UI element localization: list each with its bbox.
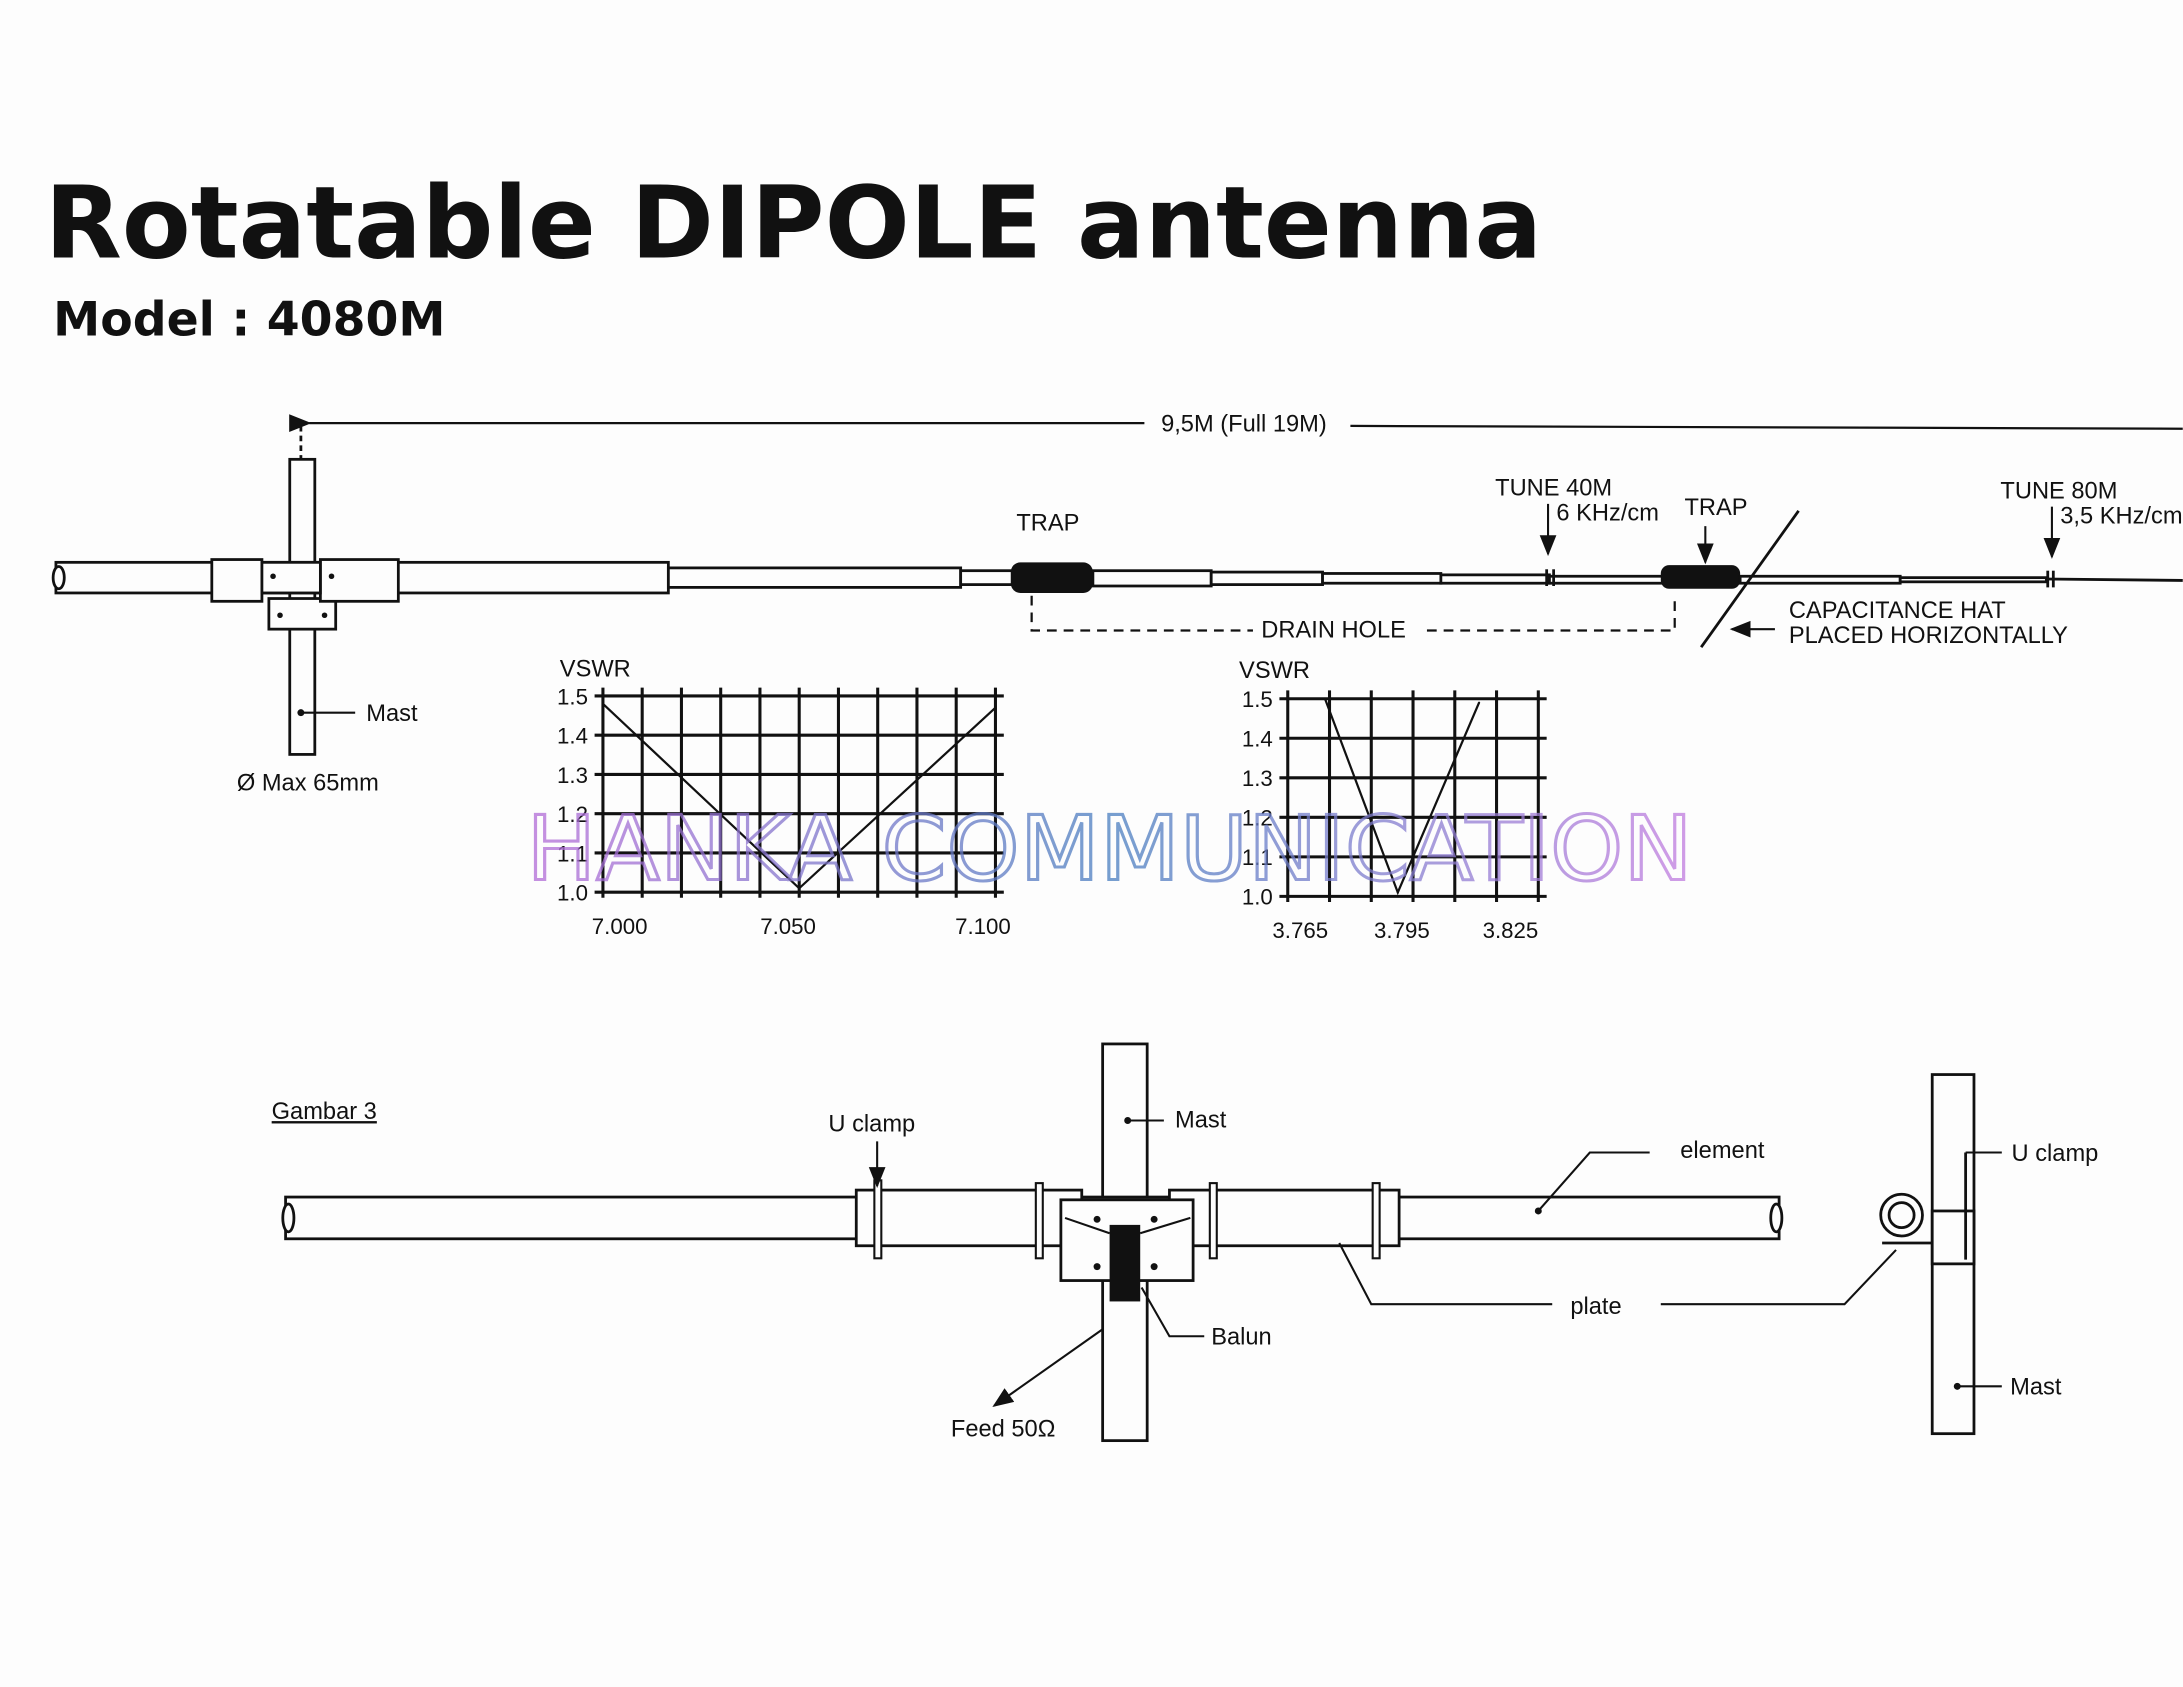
tune-80m-rate: 3,5 KHz/cm [2060,503,2182,529]
data-point [1477,701,1481,704]
y-tick-label: 1.2 [557,802,588,827]
top-view-antenna: 9,5M (Full 19M) [51,411,2183,797]
trap-2 [1660,565,1741,589]
side-view: U clamp Mast [1879,1073,2099,1436]
side-mast-label: Mast [2010,1375,2062,1401]
capacitance-hat-label: CAPACITANCE HAT [1789,598,2006,624]
y-tick-label: 1.0 [1242,885,1273,910]
y-tick-label: 1.3 [557,763,588,788]
balun [1109,1224,1141,1302]
y-tick-label: 1.4 [1242,727,1273,752]
figure-caption: Gambar 3 [272,1099,377,1125]
trap-label-2: TRAP [1684,495,1747,521]
watermark-logo: HANKA COMMUNICATION [526,798,1692,902]
model-number: Model : 4080M [53,292,445,347]
boom-elements [51,558,2183,603]
trap-1 [1010,562,1093,593]
mast-top [267,457,338,756]
x-tick-label: 7.050 [760,914,816,939]
x-tick-label: 3.765 [1272,918,1328,943]
data-point [994,706,997,709]
y-tick-label: 1.1 [1242,845,1273,870]
data-point [601,702,605,705]
page-title: Rotatable DIPOLE antenna [45,165,1542,282]
bottom-view-assembly: Gambar 3 U clamp Mast Balun Feed 50Ω ele… [272,1042,2099,1442]
balun-label: Balun [1211,1325,1272,1351]
x-tick-label: 7.000 [592,914,648,939]
y-tick-label: 1.5 [1242,687,1273,712]
feed-label: Feed 50Ω [951,1416,1056,1442]
y-axis-label: VSWR [1239,658,1310,684]
y-tick-label: 1.2 [1242,806,1273,831]
x-tick-label: 7.100 [955,914,1011,939]
y-tick-label: 1.0 [557,881,588,906]
tune-40m-label: TUNE 40M [1495,476,1612,502]
vswr-chart-80m: VSWR 1.0 1.1 1.2 1.3 1.4 1.5 3.765 3.795 3.825 [1239,658,1547,943]
y-tick-label: 1.1 [557,841,588,866]
dimension-line: 9,5M (Full 19M) [289,411,2183,460]
mast-label: Mast [366,701,418,727]
mast-diameter-label: Ø Max 65mm [237,771,379,797]
data-point [1323,697,1327,700]
capacitance-hat [1700,510,1800,649]
plate-label: plate [1570,1294,1621,1320]
y-tick-label: 1.3 [1242,766,1273,791]
element-label: element [1680,1138,1765,1164]
x-tick-label: 3.795 [1374,918,1430,943]
u-clamps [873,1179,1381,1260]
drain-hole-label: DRAIN HOLE [1261,617,1406,643]
data-point [798,887,801,890]
tune-40m-rate: 6 KHz/cm [1556,501,1659,527]
vswr-chart-40m: VSWR 1.0 1.1 1.2 1.3 1.4 1.5 7.000 7.050 7.100 [557,656,1011,939]
side-u-clamp-label: U clamp [2012,1141,2099,1167]
y-tick-label: 1.5 [557,684,588,709]
x-tick-label: 3.825 [1483,918,1539,943]
trap-label-1: TRAP [1016,510,1079,536]
dimension-label: 9,5M (Full 19M) [1161,411,1327,437]
y-axis-label: VSWR [560,656,631,682]
mast-label: Mast [1175,1107,1227,1133]
y-tick-label: 1.4 [557,724,588,749]
tune-80m-label: TUNE 80M [2000,478,2117,504]
u-clamp-label: U clamp [828,1112,915,1138]
data-point [1396,891,1399,894]
capacitance-hat-label-2: PLACED HORIZONTALLY [1789,623,2068,649]
